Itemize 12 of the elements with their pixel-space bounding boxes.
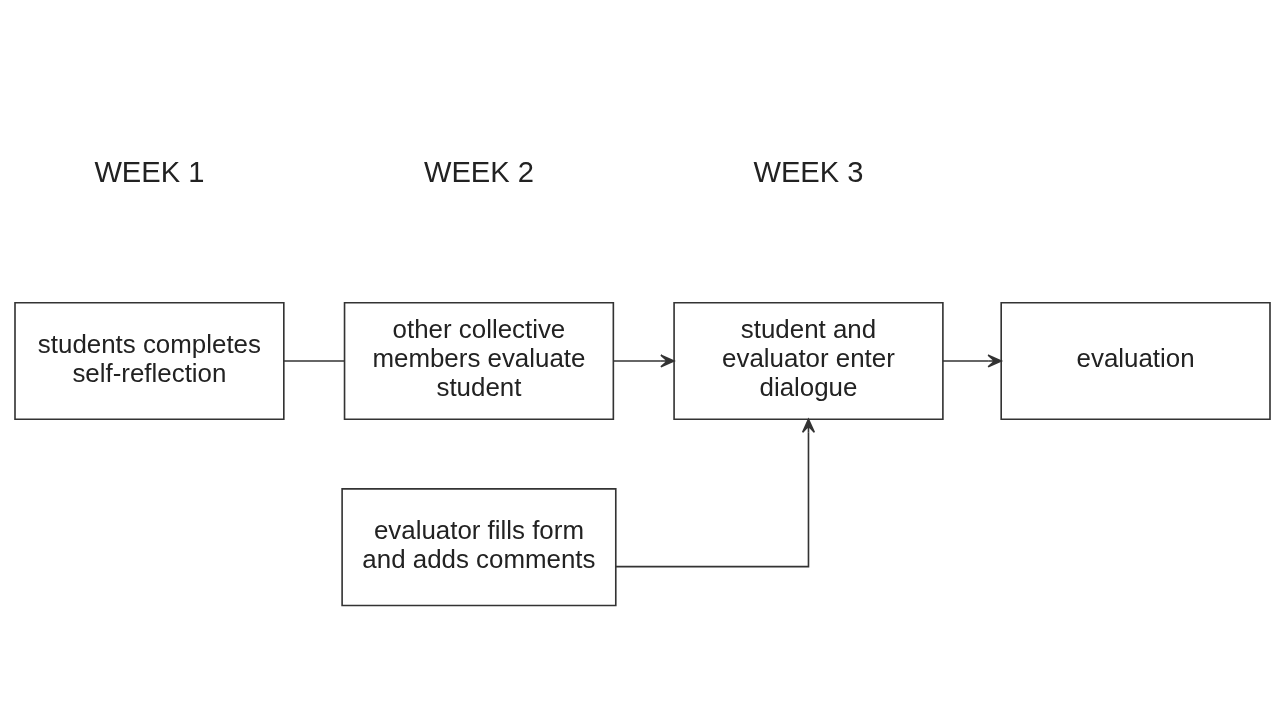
arrow <box>942 354 1002 368</box>
label: WEEK 2 <box>423 155 534 188</box>
node-box: student and evaluator enter dialogue <box>673 301 944 421</box>
node-box: other collective members evaluate student <box>343 301 615 421</box>
label: WEEK 3 <box>753 155 864 188</box>
arrow <box>615 418 816 568</box>
label: WEEK 1 <box>94 155 205 188</box>
node-box: evaluator fills form and adds comments <box>341 488 617 607</box>
connector <box>283 360 346 362</box>
node-box: evaluation <box>1000 301 1271 421</box>
node-box: students completes self-reflection <box>14 301 285 421</box>
arrow <box>612 354 675 368</box>
